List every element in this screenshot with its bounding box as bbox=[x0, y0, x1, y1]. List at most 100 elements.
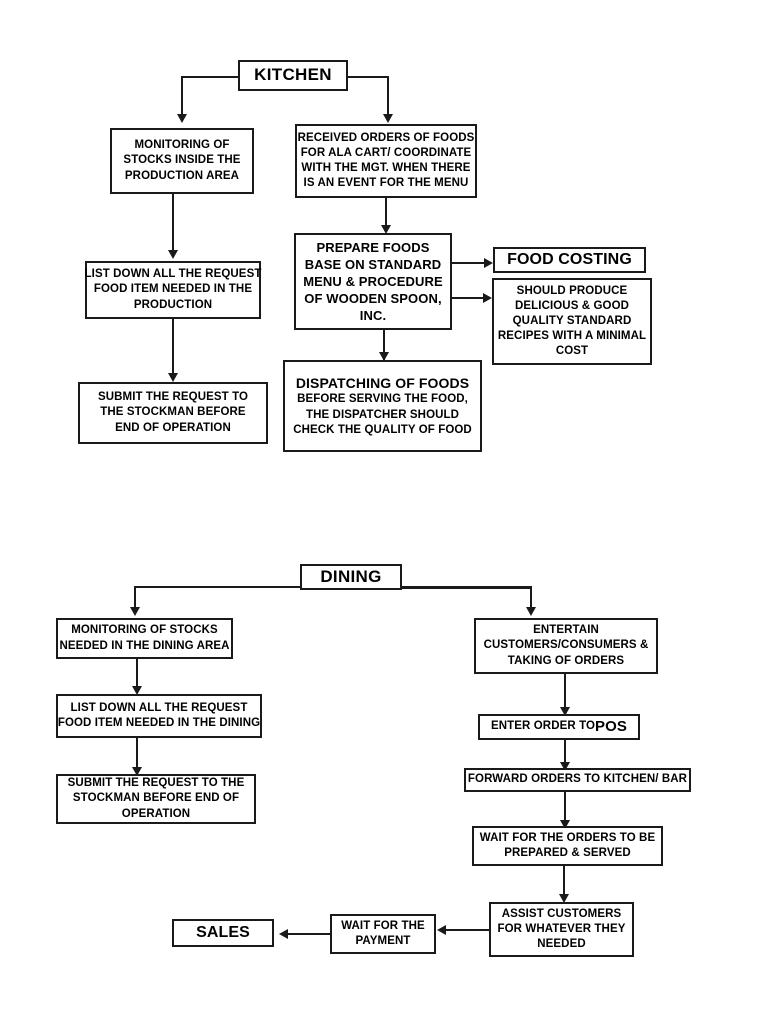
node-should-produce: SHOULD PRODUCE DELICIOUS & GOOD QUALITY … bbox=[492, 278, 652, 365]
node-assist-customers: ASSIST CUSTOMERS FOR WHATEVER THEY NEEDE… bbox=[489, 902, 634, 957]
node-entertain-customers-line-1: CUSTOMERS/CONSUMERS & bbox=[483, 639, 649, 652]
arrowhead-listdown-to-submit bbox=[168, 373, 178, 382]
node-dispatching-foods-line-0: DISPATCHING OF FOODS bbox=[295, 375, 470, 391]
connector-dining-to-entertain-v bbox=[530, 586, 532, 610]
node-entertain-customers: ENTERTAIN CUSTOMERS/CONSUMERS & TAKING O… bbox=[474, 618, 658, 674]
connector-dmonitoring-to-dlistdown bbox=[136, 659, 138, 691]
node-wait-for-orders-line-1: PREPARED & SERVED bbox=[504, 847, 631, 859]
connector-assist-to-waitpayment bbox=[446, 929, 490, 931]
connector-prepare-to-shouldproduce bbox=[452, 297, 484, 299]
node-prepare-foods-line-1: BASE ON STANDARD bbox=[304, 256, 442, 272]
node-should-produce-line-0: SHOULD PRODUCE bbox=[516, 284, 628, 297]
node-kitchen-header: KITCHEN bbox=[238, 60, 348, 91]
node-assist-customers-line-2: NEEDED bbox=[537, 938, 586, 951]
node-submit-request-dining-line-2: OPERATION bbox=[121, 807, 191, 820]
node-assist-customers-line-1: FOR WHATEVER THEY bbox=[497, 922, 626, 935]
arrowhead-forward-to-wait bbox=[560, 820, 570, 829]
arrowhead-waitpayment-to-sales bbox=[279, 929, 288, 939]
connector-forward-to-wait bbox=[564, 792, 566, 824]
connector-monitoring-to-listdown bbox=[172, 194, 174, 252]
node-wait-for-payment-line-1: PAYMENT bbox=[355, 935, 411, 947]
node-received-orders: RECEIVED ORDERS OF FOODS FOR ALA CART/ C… bbox=[295, 124, 477, 198]
connector-dining-to-monitoring-h bbox=[134, 586, 301, 588]
arrowhead-kitchen-to-monitoring bbox=[177, 114, 187, 123]
node-dispatching-foods: DISPATCHING OF FOODS BEFORE SERVING THE … bbox=[283, 360, 482, 452]
node-assist-customers-line-0: ASSIST CUSTOMERS bbox=[501, 907, 622, 920]
arrowhead-monitoring-to-listdown bbox=[168, 250, 178, 259]
connector-dining-to-entertain-h bbox=[402, 586, 532, 589]
connector-dining-to-monitoring-v bbox=[134, 586, 136, 610]
arrowhead-dlistdown-to-dsubmit bbox=[132, 767, 142, 776]
node-sales: SALES bbox=[172, 919, 274, 947]
node-prepare-foods: PREPARE FOODS BASE ON STANDARD MENU & PR… bbox=[294, 233, 452, 330]
node-should-produce-line-3: RECIPES WITH A MINIMAL bbox=[497, 330, 647, 343]
node-received-orders-line-3: IS AN EVENT FOR THE MENU bbox=[303, 177, 469, 190]
arrowhead-dining-to-monitoring bbox=[130, 607, 140, 616]
connector-prepare-to-foodcosting bbox=[452, 262, 485, 264]
node-prepare-foods-line-3: OF WOODEN SPOON, bbox=[304, 291, 442, 307]
connector-listdown-to-submit bbox=[172, 319, 174, 375]
node-prepare-foods-line-2: MENU & PROCEDURE bbox=[303, 273, 443, 289]
node-monitoring-stocks-dining-line-0: MONITORING OF STOCKS bbox=[71, 624, 218, 637]
node-submit-request-production-line-0: SUBMIT THE REQUEST TO bbox=[97, 391, 249, 404]
arrowhead-received-to-prepare bbox=[381, 225, 391, 234]
node-dispatching-foods-line-3: CHECK THE QUALITY OF FOOD bbox=[293, 423, 472, 436]
arrowhead-dining-to-entertain bbox=[526, 607, 536, 616]
node-forward-orders-line-0: FORWARD ORDERS TO KITCHEN/ BAR bbox=[467, 773, 688, 786]
node-submit-request-dining-line-0: SUBMIT THE REQUEST TO THE bbox=[67, 777, 245, 790]
connector-dlistdown-to-dsubmit bbox=[136, 738, 138, 772]
arrowhead-prepare-to-shouldproduce bbox=[483, 293, 492, 303]
node-enter-order-pos: ENTER ORDER TO POS bbox=[478, 714, 640, 740]
node-entertain-customers-line-2: TAKING OF ORDERS bbox=[507, 654, 625, 667]
connector-entertain-to-enterorder bbox=[564, 674, 566, 710]
arrowhead-wait-to-assist bbox=[559, 894, 569, 903]
node-monitoring-stocks-production: MONITORING OF STOCKS INSIDE THE PRODUCTI… bbox=[110, 128, 254, 194]
node-list-down-production-line-2: PRODUCTION bbox=[133, 298, 213, 311]
node-list-down-production: LIST DOWN ALL THE REQUEST FOOD ITEM NEED… bbox=[85, 261, 261, 319]
node-food-costing-line-0: FOOD COSTING bbox=[507, 251, 632, 269]
node-monitoring-stocks-dining-line-1: NEEDED IN THE DINING AREA bbox=[59, 639, 230, 652]
node-wait-for-payment-line-0: WAIT FOR THE bbox=[341, 919, 425, 932]
node-list-down-dining: LIST DOWN ALL THE REQUEST FOOD ITEM NEED… bbox=[56, 694, 262, 738]
node-list-down-production-line-0: LIST DOWN ALL THE REQUEST bbox=[84, 268, 262, 281]
node-list-down-dining-line-1: FOOD ITEM NEEDED IN THE DINING bbox=[57, 717, 261, 729]
node-submit-request-production: SUBMIT THE REQUEST TO THE STOCKMAN BEFOR… bbox=[78, 382, 268, 444]
node-prepare-foods-line-4: INC. bbox=[359, 308, 387, 324]
node-received-orders-line-0: RECEIVED ORDERS OF FOODS bbox=[297, 131, 475, 144]
node-enter-order-pos-acronym: POS bbox=[595, 718, 628, 736]
node-submit-request-dining-line-1: STOCKMAN BEFORE END OF bbox=[72, 792, 240, 805]
node-kitchen-header-line-0: KITCHEN bbox=[254, 65, 332, 85]
node-received-orders-line-2: WITH THE MGT. WHEN THERE bbox=[301, 162, 471, 174]
arrowhead-dmonitoring-to-dlistdown bbox=[132, 686, 142, 695]
connector-enterorder-to-forward bbox=[564, 740, 566, 766]
node-submit-request-production-line-1: THE STOCKMAN BEFORE bbox=[100, 406, 246, 419]
connector-kitchen-to-monitoring-v bbox=[181, 76, 183, 116]
node-wait-for-payment: WAIT FOR THE PAYMENT bbox=[330, 914, 436, 954]
arrowhead-prepare-to-dispatching bbox=[379, 352, 389, 361]
connector-received-to-prepare bbox=[385, 198, 387, 228]
arrowhead-entertain-to-enterorder bbox=[560, 707, 570, 716]
node-should-produce-line-4: COST bbox=[555, 345, 589, 358]
node-entertain-customers-line-0: ENTERTAIN bbox=[533, 624, 599, 637]
node-forward-orders: FORWARD ORDERS TO KITCHEN/ BAR bbox=[464, 768, 691, 792]
node-wait-for-orders: WAIT FOR THE ORDERS TO BE PREPARED & SER… bbox=[472, 826, 663, 866]
node-received-orders-line-1: FOR ALA CART/ COORDINATE bbox=[300, 146, 472, 159]
node-monitoring-stocks-production-line-1: STOCKS INSIDE THE bbox=[123, 154, 241, 167]
connector-wait-to-assist bbox=[563, 866, 565, 898]
node-dispatching-foods-line-2: THE DISPATCHER SHOULD bbox=[305, 408, 460, 421]
node-monitoring-stocks-dining: MONITORING OF STOCKS NEEDED IN THE DININ… bbox=[56, 618, 233, 659]
arrowhead-assist-to-waitpayment bbox=[437, 925, 446, 935]
node-dispatching-foods-line-1: BEFORE SERVING THE FOOD, bbox=[297, 393, 468, 406]
node-wait-for-orders-line-0: WAIT FOR THE ORDERS TO BE bbox=[479, 831, 656, 844]
node-should-produce-line-1: DELICIOUS & GOOD bbox=[514, 299, 630, 312]
arrowhead-prepare-to-foodcosting bbox=[484, 258, 493, 268]
connector-prepare-to-dispatching bbox=[383, 330, 385, 360]
node-list-down-dining-line-0: LIST DOWN ALL THE REQUEST bbox=[70, 701, 248, 714]
node-monitoring-stocks-production-line-0: MONITORING OF bbox=[134, 139, 230, 152]
node-dining-header: DINING bbox=[300, 564, 402, 590]
node-prepare-foods-line-0: PREPARE FOODS bbox=[316, 239, 430, 255]
node-food-costing: FOOD COSTING bbox=[493, 247, 646, 273]
arrowhead-kitchen-to-received bbox=[383, 114, 393, 123]
node-sales-line-0: SALES bbox=[196, 924, 250, 942]
